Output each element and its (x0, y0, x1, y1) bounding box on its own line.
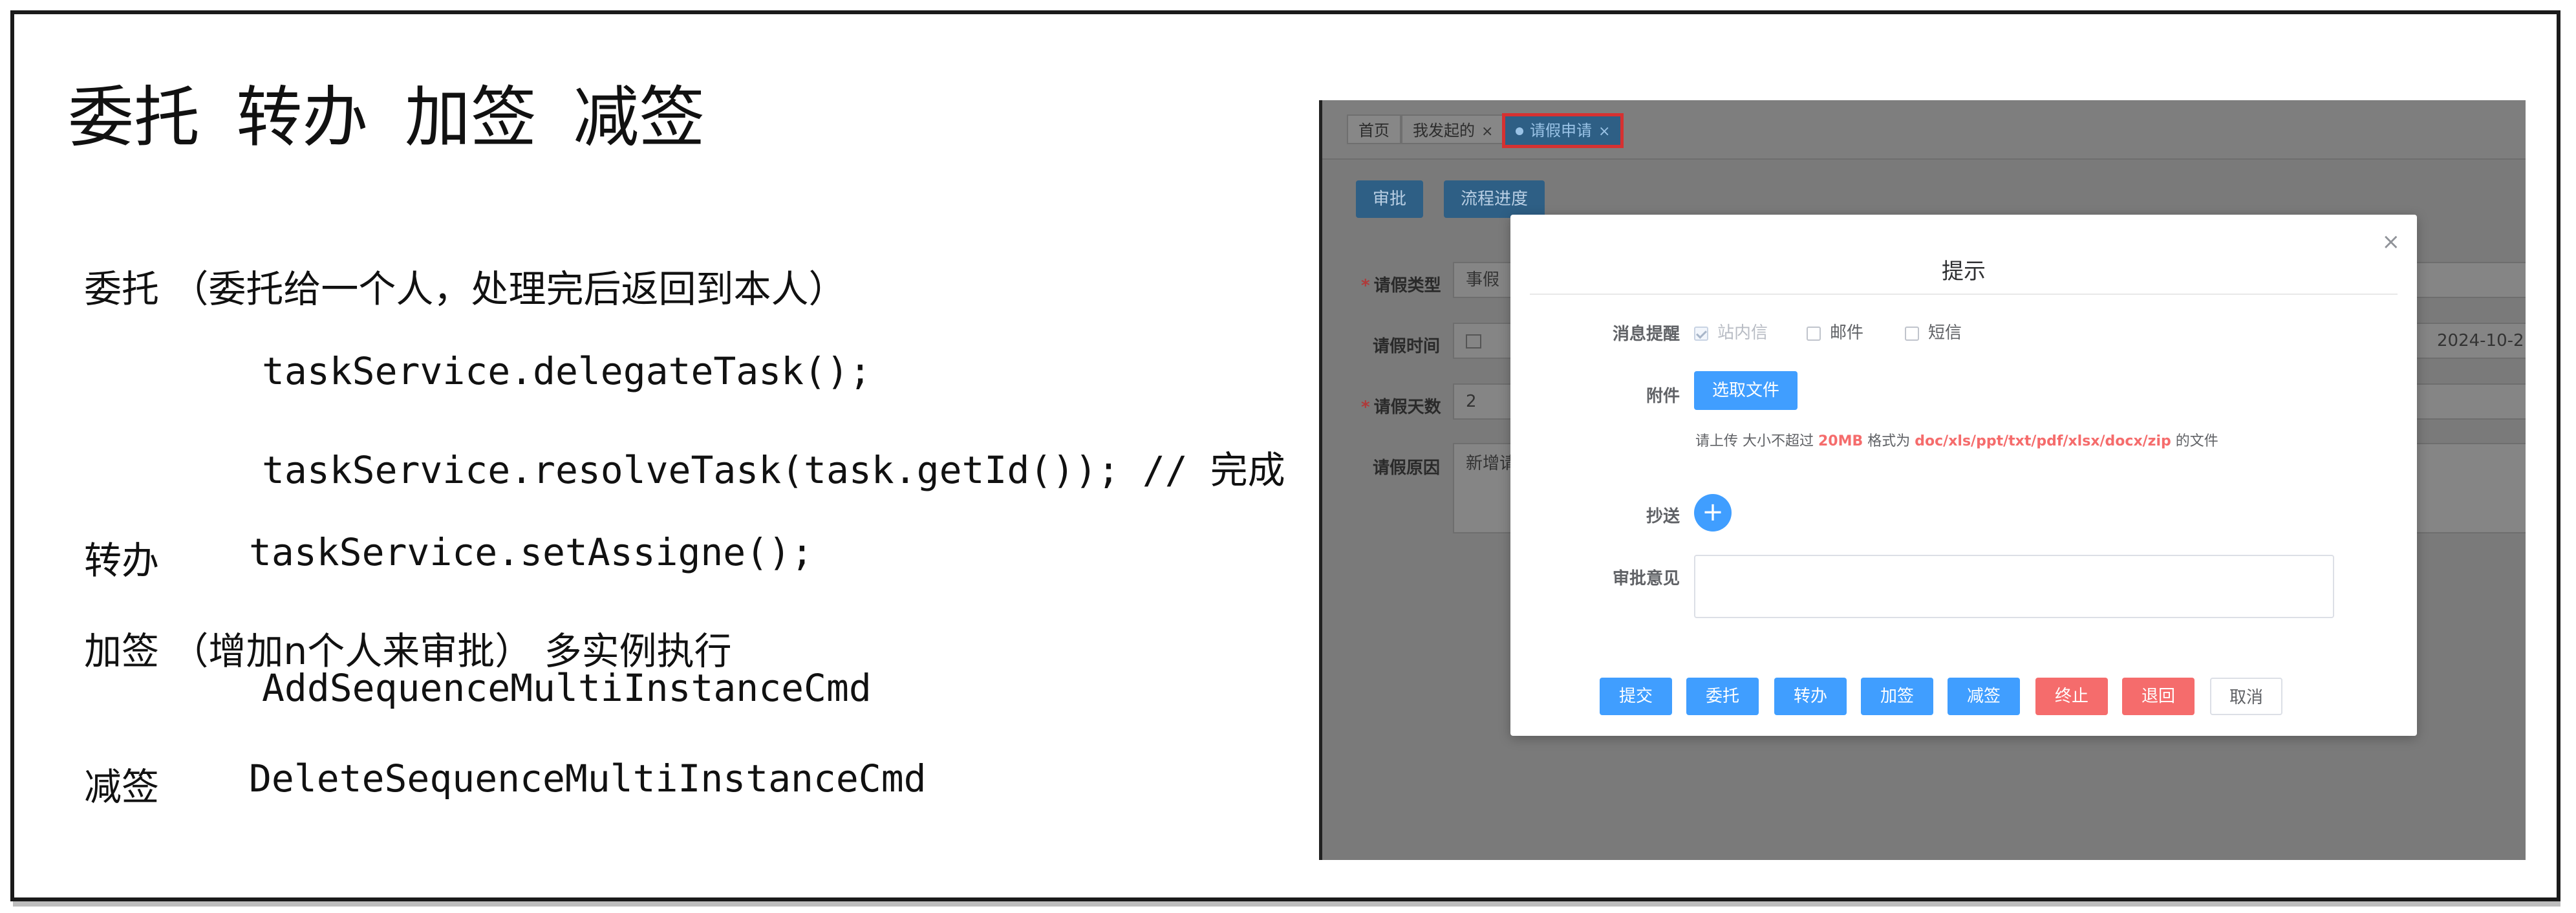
checkbox-checked-icon (1694, 326, 1708, 341)
prompt-dialog: 提示 × (1510, 215, 2417, 736)
reduce-sign-button[interactable]: 减签 (1948, 678, 2020, 715)
resolve-code: taskService.resolveTask(task.getId()); /… (262, 448, 1285, 492)
add-cc-button[interactable]: + (1694, 494, 1732, 532)
reduce-sign-label: 减签 (84, 765, 160, 809)
add-sign-heading: 加签 （增加n个人来审批） 多实例执行 (84, 629, 732, 673)
leave-time-label: 请假时间 (1373, 337, 1441, 356)
add-sign-code: AddSequenceMultiInstanceCmd (262, 666, 872, 710)
tab-my-initiated[interactable]: 我发起的 × (1401, 114, 1505, 144)
slide-shadow (13, 901, 2560, 907)
opinion-label: 审批意见 (1612, 569, 1680, 588)
tab-leave-request-label: 请假申请 (1530, 122, 1592, 140)
approve-button[interactable]: 审批 (1356, 180, 1424, 218)
active-dot-icon (1516, 127, 1523, 135)
leave-time-end: 2024-10-21 (2437, 331, 2526, 350)
slide-title: 委托 转办 加签 减签 (68, 80, 705, 156)
tab-home[interactable]: 首页 (1347, 114, 1401, 144)
leave-days-label: *请假天数 (1361, 398, 1441, 417)
reduce-sign-code: DeleteSequenceMultiInstanceCmd (249, 757, 927, 800)
notify-sms-checkbox[interactable]: 短信 (1905, 319, 1962, 343)
submit-button[interactable]: 提交 (1600, 678, 1672, 715)
delegate-heading: 委托 （委托给一个人，处理完后返回到本人） (84, 267, 846, 311)
checkbox-icon (1905, 326, 1919, 341)
tab-my-initiated-label: 我发起的 (1413, 122, 1475, 140)
close-icon[interactable]: × (1598, 124, 1611, 140)
checkbox-icon (1807, 326, 1821, 341)
transfer-label: 转办 (84, 539, 160, 583)
transfer-code: taskService.setAssigne(); (249, 530, 813, 574)
calendar-icon (1466, 334, 1481, 349)
process-progress-button[interactable]: 流程进度 (1444, 180, 1545, 218)
tab-bar: 首页 我发起的 × 请假申请 × (1322, 100, 2526, 160)
delegate-code: taskService.delegateTask(); (262, 349, 872, 393)
leave-type-label: *请假类型 (1361, 276, 1441, 295)
attachment-label: 附件 (1646, 387, 1680, 406)
cancel-button[interactable]: 取消 (2210, 678, 2282, 715)
notify-site-checkbox[interactable]: 站内信 (1694, 319, 1768, 343)
select-file-button[interactable]: 选取文件 (1694, 371, 1798, 410)
terminate-button[interactable]: 终止 (2035, 678, 2108, 715)
opinion-textarea[interactable] (1694, 555, 2334, 618)
return-button[interactable]: 退回 (2122, 678, 2195, 715)
delegate-button[interactable]: 委托 (1686, 678, 1759, 715)
add-sign-button[interactable]: 加签 (1861, 678, 1933, 715)
upload-tip: 请上传 大小不超过 20MB 格式为 doc/xls/ppt/txt/pdf/x… (1695, 433, 2218, 449)
tab-leave-request[interactable]: 请假申请 × (1502, 113, 1624, 148)
close-icon[interactable]: × (2381, 229, 2401, 255)
cc-label: 抄送 (1646, 507, 1680, 526)
tab-home-label: 首页 (1358, 122, 1390, 140)
dialog-divider (1530, 294, 2398, 295)
notify-email-checkbox[interactable]: 邮件 (1807, 319, 1863, 343)
leave-reason-label: 请假原因 (1373, 458, 1441, 478)
transfer-button[interactable]: 转办 (1774, 678, 1847, 715)
dialog-title: 提示 (1942, 259, 1986, 285)
close-icon[interactable]: × (1481, 124, 1494, 140)
notify-label: 消息提醒 (1612, 325, 1680, 344)
